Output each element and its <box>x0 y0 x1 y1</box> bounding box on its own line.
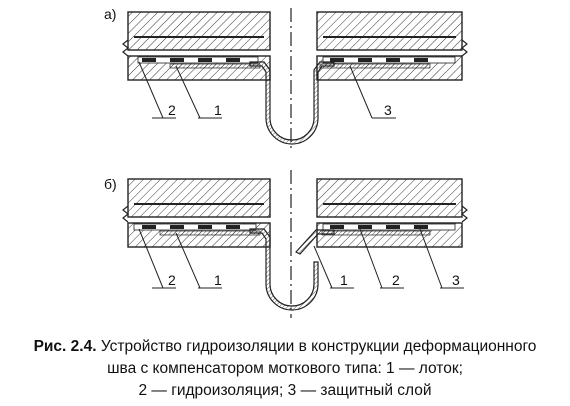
panel-a-leader-3 <box>349 65 373 119</box>
panel-b-leader-2-left <box>138 228 164 289</box>
panel-b-right-base <box>316 222 463 248</box>
panel-a-left-break <box>122 39 129 57</box>
panel-a-tray <box>249 61 335 145</box>
panel-a-leader-1 <box>175 65 201 119</box>
panel-b-leader-2-right <box>359 228 383 289</box>
panel-b-leader-3 <box>419 228 443 289</box>
caption-text-1: Устройство гидроизоляции в конструкции д… <box>100 338 537 355</box>
panel-b-tray-flap <box>295 229 335 255</box>
panel-a-left-base <box>127 55 271 81</box>
panel-b-callout-1-right: 1 <box>340 272 348 288</box>
panel-b-left-break <box>122 205 129 223</box>
caption-line-2: шва с компенсатором моткового типа: 1 — … <box>107 360 463 377</box>
panel-b-callout-2-right: 2 <box>392 272 400 288</box>
panel-a-callout-2: 2 <box>168 102 176 118</box>
caption-line-1: Рис. 2.4. Устройство гидроизоляции в кон… <box>0 336 570 358</box>
panel-b-left-base <box>127 222 271 248</box>
panel-a-callout-3: 3 <box>384 102 392 118</box>
figure-caption: Рис. 2.4. Устройство гидроизоляции в кон… <box>0 336 570 402</box>
caption-line-3: 2 — гидроизоляция; 3 — защитный слой <box>138 382 432 399</box>
panel-b-left-slab <box>127 178 271 218</box>
panel-a-letter: а) <box>104 6 116 22</box>
panel-a-right-slab <box>316 11 463 51</box>
panel-b-callout-2-left: 2 <box>168 272 176 288</box>
panel-b-leader-1-left <box>175 232 201 289</box>
panel-b-right-slab <box>316 178 463 218</box>
panel-a: а) <box>104 6 468 152</box>
caption-label: Рис. 2.4. <box>33 338 97 355</box>
panel-a-left-slab <box>127 11 271 51</box>
panel-b: б) <box>104 170 468 318</box>
panel-a-leader-2 <box>138 61 164 119</box>
panel-a-callout-1: 1 <box>214 102 222 118</box>
panel-b-tray <box>249 228 319 311</box>
panel-b-letter: б) <box>104 176 117 192</box>
panel-a-right-break <box>461 39 468 57</box>
panel-a-right-base <box>316 55 463 81</box>
panel-b-leader-1-right <box>313 245 333 289</box>
panel-b-callout-3: 3 <box>452 272 460 288</box>
panel-b-callout-1-left: 1 <box>214 272 222 288</box>
panel-b-right-break <box>461 205 468 223</box>
